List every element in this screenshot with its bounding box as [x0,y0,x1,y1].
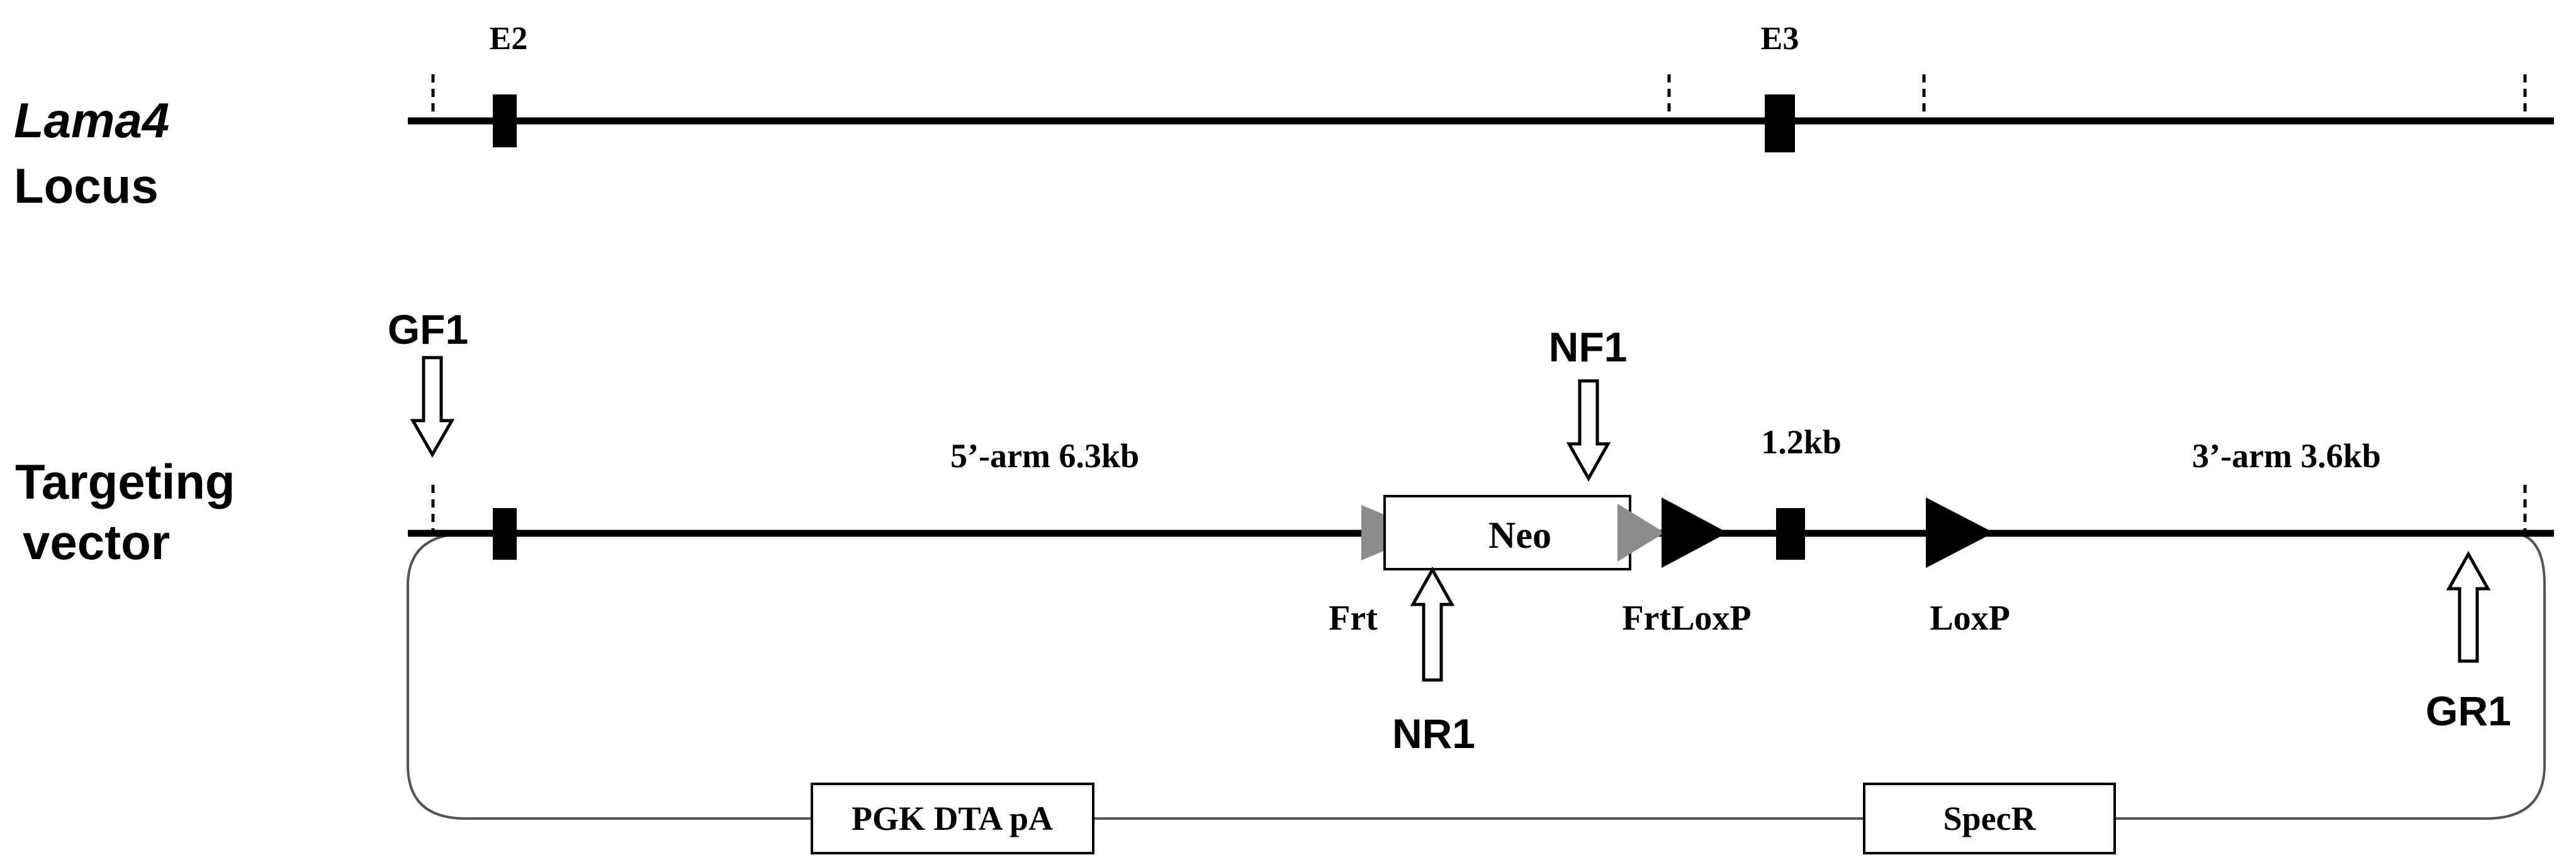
frt-label: Frt [1329,599,1378,638]
pgk-dta-box [811,783,1094,854]
primer-nr1-arrow [1410,566,1455,682]
primer-gr1-label: GR1 [2426,688,2511,734]
vector-exon-e2 [493,508,517,560]
specr-box [1863,783,2116,854]
loxp-triangle-1 [1662,497,1728,568]
exon-e3 [1765,94,1795,152]
locus-label-gene: Lama4 [14,93,169,148]
loxp-label: LoxP [1930,599,2010,638]
primer-gf1-arrow [410,356,455,458]
segment-label: 1.2kb [1761,423,1842,461]
plasmid-backbone [407,532,2546,820]
primer-gr1-arrow [2446,550,2491,663]
neo-cassette [1383,495,1631,570]
primer-nr1-label: NR1 [1392,710,1475,757]
backbone-cassettes: PGK DTA pA SpecR [811,783,2116,854]
primer-nf1-label: NF1 [1549,324,1628,370]
vector-label-line1: Targeting [15,454,235,509]
vector-label-line2: vector [23,514,170,570]
vector-exon-e3 [1776,508,1805,560]
exon-e3-label: E3 [1761,21,1799,57]
exon-e2 [493,94,517,147]
arm3-label: 3’-arm 3.6kb [2192,437,2381,475]
exon-e2-label: E2 [490,21,528,57]
primer-nf1-arrow [1566,379,1611,482]
targeting-vector: Targeting vector Neo 5’-arm 6.3kb 1.2kb … [15,423,2554,820]
arm5-label: 5’-arm 6.3kb [950,437,1139,475]
loxp-triangle-2 [1926,497,1994,568]
locus-label-word: Locus [14,158,159,213]
neo-label: Neo [1488,514,1551,556]
primer-gf1-label: GF1 [388,306,468,353]
lama4-locus: Lama4 Locus E2 E3 [14,21,2554,213]
frtloxp-label: FrtLoxP [1622,599,1751,638]
primers: GF1 NF1 NR1 GR1 [388,306,2511,757]
frt-triangle-right [1617,504,1665,562]
specr-label: SpecR [1943,800,2037,837]
pgk-dta-label: PGK DTA pA [852,800,1053,837]
